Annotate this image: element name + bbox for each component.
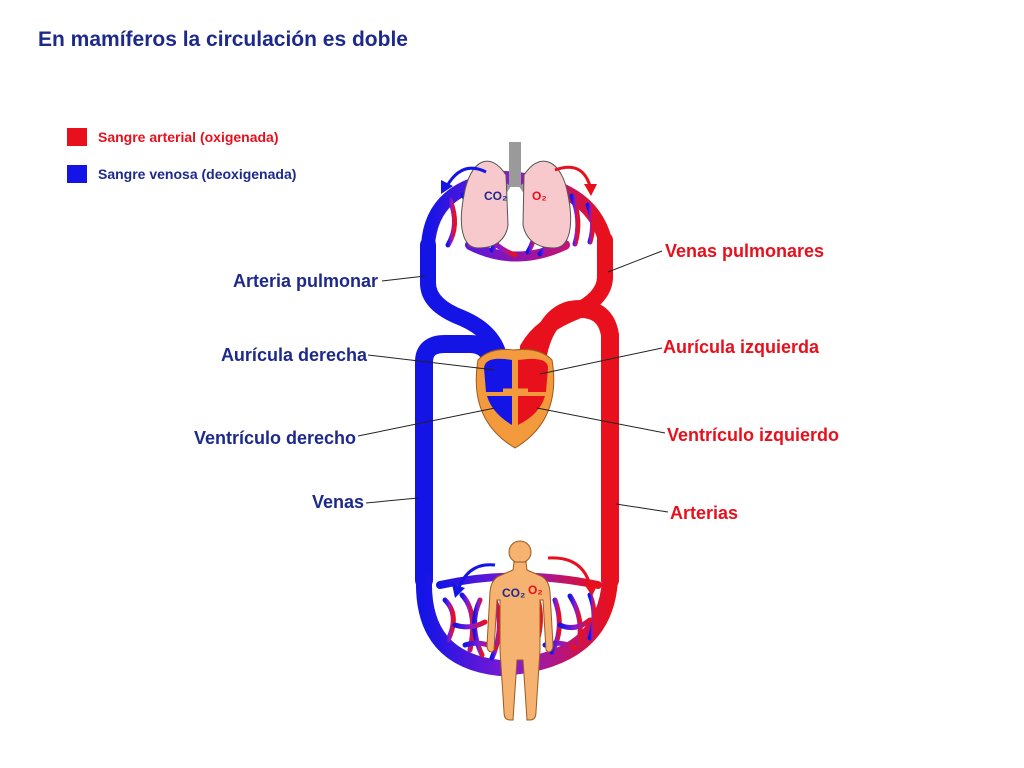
legend-label-venous: Sangre venosa (deoxigenada) — [98, 166, 297, 182]
lungs — [460, 142, 572, 249]
o2-bottom-label: O₂ — [528, 583, 543, 597]
right-atrium — [484, 358, 512, 392]
left-atrium — [518, 358, 548, 392]
bottom-co2-arrow — [452, 563, 496, 598]
label-auricula-izquierda: Aurícula izquierda — [663, 337, 820, 357]
leader-lines — [357, 250, 669, 513]
leader-auricula-izquierda — [539, 347, 663, 375]
legend-swatch-arterial — [67, 128, 87, 146]
label-ventriculo-derecho: Ventrículo derecho — [193, 428, 356, 448]
leader-arterias — [615, 503, 669, 513]
label-ventriculo-izquierdo: Ventrículo izquierdo — [667, 425, 840, 445]
bottom-o2-arrow — [547, 556, 598, 596]
trachea — [509, 142, 521, 187]
label-arterias: Arterias — [670, 503, 739, 523]
lung-left — [460, 160, 509, 249]
top-co2-arrow — [441, 166, 487, 194]
top-o2-arrow — [554, 165, 597, 196]
right-ventricle — [487, 396, 512, 425]
human-body-icon — [486, 540, 554, 721]
leader-auricula-derecha — [367, 354, 496, 371]
leader-venas — [365, 497, 419, 504]
legend-arterial: Sangre arterial (oxigenada) — [67, 127, 279, 147]
pulmonary-capillary-bed — [421, 170, 612, 262]
co2-top-label: CO₂ — [484, 189, 507, 203]
systemic-artery — [526, 300, 619, 589]
label-arteria-pulmonar: Arteria pulmonar — [232, 271, 378, 291]
heart — [475, 349, 555, 449]
legend-venous: Sangre venosa (deoxigenada) — [67, 164, 296, 184]
left-ventricle — [518, 396, 545, 425]
o2-top-label: O₂ — [532, 189, 547, 203]
legend-label-arterial: Sangre arterial (oxigenada) — [98, 129, 279, 145]
label-venas: Venas — [311, 492, 364, 512]
label-auricula-derecha: Aurícula derecha — [220, 345, 367, 365]
leader-arteria-pulmonar — [381, 275, 426, 282]
co2-bottom-label: CO₂ — [502, 586, 525, 600]
page-title: En mamíferos la circulación es doble — [38, 28, 408, 51]
legend-swatch-venous — [67, 165, 87, 183]
leader-venas-pulmonares — [607, 250, 663, 273]
leader-ventriculo-derecho — [357, 407, 496, 437]
lung-right — [522, 160, 572, 249]
label-venas-pulmonares: Venas pulmonares — [665, 241, 825, 261]
leader-ventriculo-izquierdo — [536, 407, 666, 434]
